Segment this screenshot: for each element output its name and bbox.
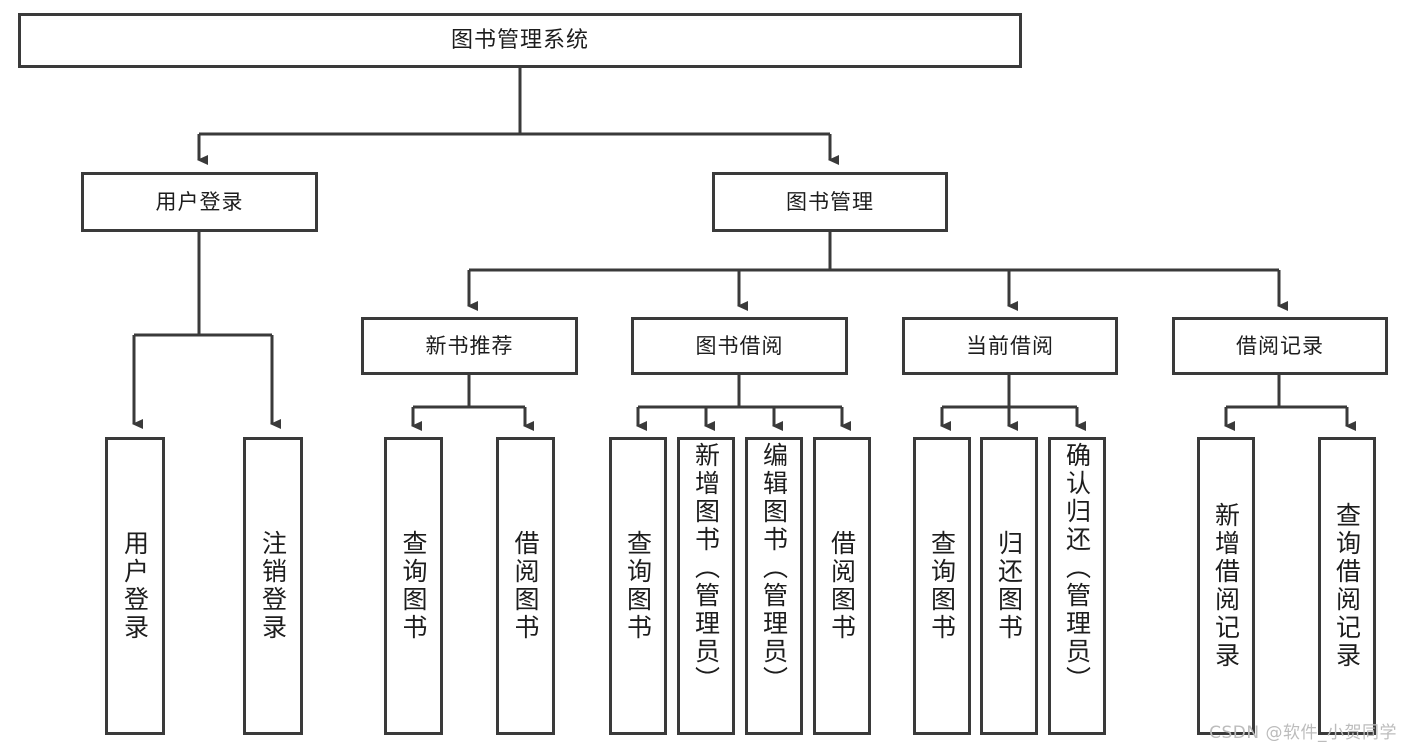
node-label: 当前借阅 xyxy=(966,333,1054,358)
leaf-new-book-borrow[interactable]: 借阅图书 xyxy=(496,437,555,735)
node-current-borrow[interactable]: 当前借阅 xyxy=(902,317,1118,375)
node-label: 查询图书 xyxy=(927,530,957,642)
node-label: 注销登录 xyxy=(258,530,288,642)
leaf-new-book-search[interactable]: 查询图书 xyxy=(384,437,443,735)
node-label: 用户登录 xyxy=(155,189,244,214)
node-label: 借阅图书 xyxy=(511,530,540,642)
node-label: 新增借阅记录 xyxy=(1211,502,1241,670)
node-label: 借阅图书 xyxy=(827,530,857,642)
leaf-borrow-edit-book-admin[interactable]: 编辑图书（管理员） xyxy=(745,437,803,735)
node-label: 编辑图书（管理员） xyxy=(759,442,789,694)
leaf-record-add[interactable]: 新增借阅记录 xyxy=(1197,437,1255,735)
node-label: 新增图书（管理员） xyxy=(691,442,721,694)
node-label: 查询借阅记录 xyxy=(1332,502,1362,670)
leaf-user-login-signout[interactable]: 注销登录 xyxy=(243,437,303,735)
node-borrow-record[interactable]: 借阅记录 xyxy=(1172,317,1388,375)
leaf-borrow-borrow-book[interactable]: 借阅图书 xyxy=(813,437,871,735)
leaf-record-search[interactable]: 查询借阅记录 xyxy=(1318,437,1376,735)
node-label: 用户登录 xyxy=(120,530,150,642)
node-label: 借阅记录 xyxy=(1236,333,1324,358)
node-label: 归还图书 xyxy=(994,530,1024,642)
leaf-user-login-signin[interactable]: 用户登录 xyxy=(105,437,165,735)
leaf-current-return-book[interactable]: 归还图书 xyxy=(980,437,1038,735)
node-user-login[interactable]: 用户登录 xyxy=(81,172,318,232)
leaf-current-confirm-return-admin[interactable]: 确认归还（管理员） xyxy=(1048,437,1106,735)
node-label: 查询图书 xyxy=(623,530,653,642)
node-label: 新书推荐 xyxy=(425,333,514,358)
leaf-borrow-add-book-admin[interactable]: 新增图书（管理员） xyxy=(677,437,735,735)
csdn-watermark: CSDN @软件_小贺同学 xyxy=(1209,723,1397,743)
node-label: 图书管理系统 xyxy=(450,27,589,53)
leaf-borrow-search-book[interactable]: 查询图书 xyxy=(609,437,667,735)
leaf-current-search-book[interactable]: 查询图书 xyxy=(913,437,971,735)
node-book-borrow[interactable]: 图书借阅 xyxy=(631,317,848,375)
node-label: 确认归还（管理员） xyxy=(1062,442,1092,694)
node-label: 查询图书 xyxy=(399,530,428,642)
node-book-management[interactable]: 图书管理 xyxy=(712,172,948,232)
node-label: 图书管理 xyxy=(786,189,874,214)
node-label: 图书借阅 xyxy=(695,333,784,358)
node-new-book-recommend[interactable]: 新书推荐 xyxy=(361,317,578,375)
node-root-system[interactable]: 图书管理系统 xyxy=(18,13,1022,68)
